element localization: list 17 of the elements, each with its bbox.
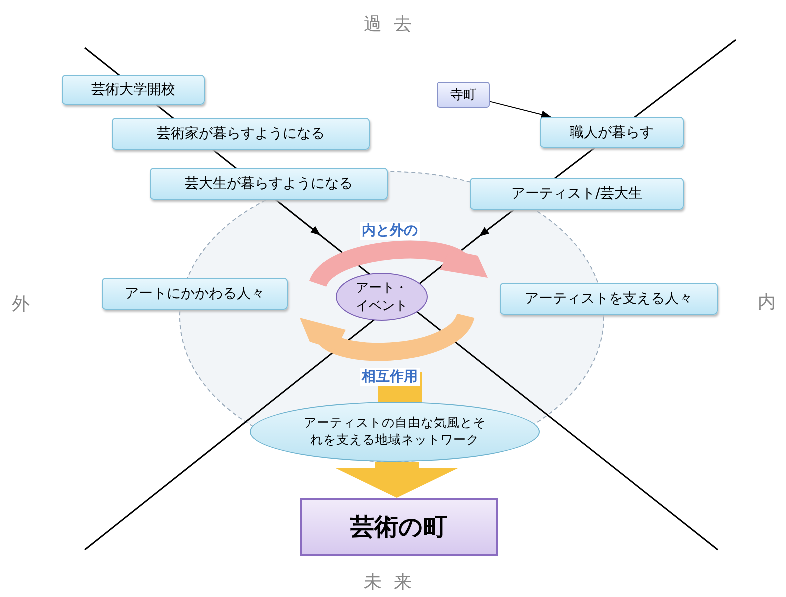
- result-box: 芸術の町: [300, 498, 498, 556]
- tag-box: 寺町: [437, 82, 490, 108]
- arrow: [490, 101, 552, 119]
- text-box: アーティスト/芸大生: [470, 178, 684, 210]
- text-box: 職人が暮らす: [540, 117, 684, 148]
- flow-arrow: [335, 462, 459, 498]
- text-box: アートにかかわる人々: [102, 278, 288, 310]
- time-label: 未来: [364, 571, 424, 594]
- center-label: 相互作用: [360, 368, 420, 386]
- text-box: アーティストを支える人々: [500, 283, 718, 315]
- text-box: 芸術大学開校: [62, 75, 205, 105]
- center-label: 内と外の: [360, 222, 420, 240]
- text-box: 芸大生が暮らすようになる: [150, 168, 388, 200]
- side-label: 内: [758, 291, 776, 314]
- time-label: 過去: [364, 13, 424, 36]
- side-label: 外: [12, 293, 30, 316]
- text-box: 芸術家が暮らすようになる: [112, 118, 370, 150]
